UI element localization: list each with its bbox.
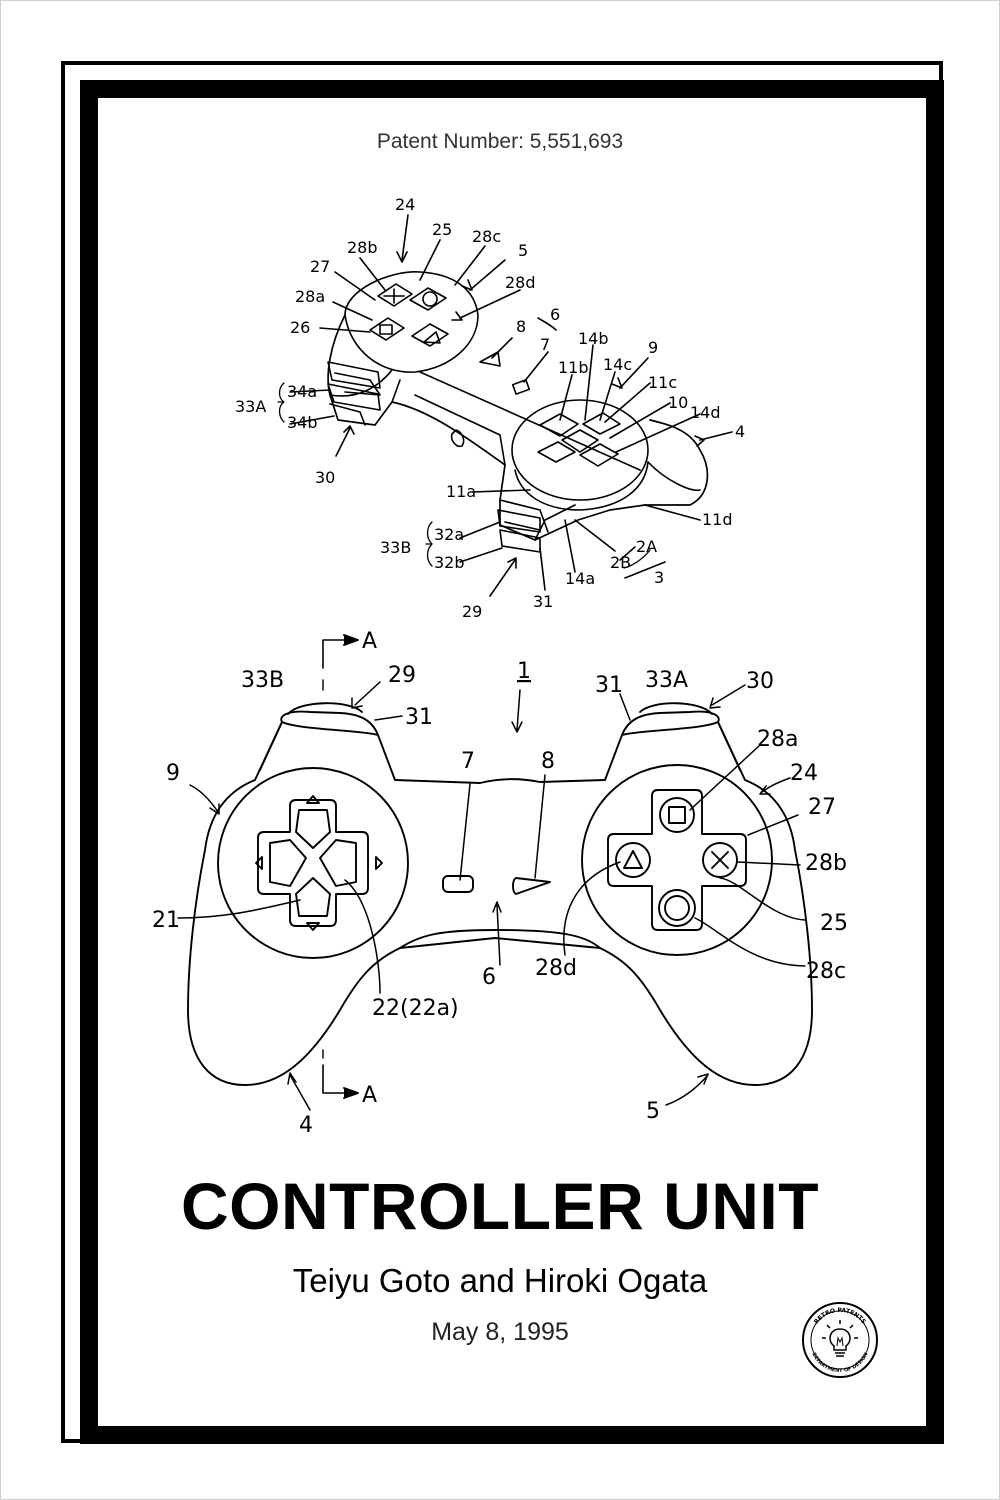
label-11c: 11c [648,373,677,392]
label-9: 9 [648,338,658,357]
label-11b: 11b [558,358,589,377]
label-9: 9 [166,761,180,786]
label-34b: 34b [287,413,318,432]
controller-front-figure [188,635,812,1098]
label-4: 4 [299,1113,313,1138]
label-27: 27 [310,257,330,276]
label-5: 5 [518,241,528,260]
front-figure-labels: A A 33B 29 31 1 31 33A 30 28a 9 7 8 24 2… [152,629,848,1138]
top-figure-labels: 24 25 28b 28c 5 27 28d 28a 26 6 8 7 14b … [235,195,745,621]
label-26: 26 [290,318,310,337]
label-11a: 11a [446,482,476,501]
label-31: 31 [533,592,553,611]
label-21: 21 [152,908,180,933]
label-33A: 33A [235,397,266,416]
label-29: 29 [388,663,416,688]
label-6: 6 [482,965,496,990]
label-14a: 14a [565,569,595,588]
front-figure-leaders [178,682,805,1110]
label-3: 3 [654,568,664,587]
label-28b: 28b [347,238,378,257]
label-6: 6 [550,305,560,324]
label-8: 8 [516,317,526,336]
label-14c: 14c [603,355,632,374]
retro-patents-seal: RETRO PATENTS DEPARTMENT OF DESIGN [800,1300,880,1380]
label-24: 24 [395,195,415,214]
label-31-left: 31 [405,705,433,730]
label-27: 27 [808,795,836,820]
label-28c: 28c [472,227,501,246]
label-22-22a: 22(22a) [372,996,459,1021]
label-2B: 2B [610,553,631,572]
label-7: 7 [540,335,550,354]
label-11d: 11d [702,510,733,529]
label-30: 30 [746,669,774,694]
label-14d: 14d [690,403,721,422]
lightbulb-icon [822,1320,858,1356]
label-1: 1 [517,659,531,684]
label-A-top: A [362,629,377,654]
label-28a: 28a [757,727,798,752]
label-25: 25 [432,220,452,239]
label-28d: 28d [505,273,536,292]
label-32b: 32b [434,553,465,572]
label-30: 30 [315,468,335,487]
label-10: 10 [668,393,688,412]
label-28c: 28c [806,959,846,984]
label-29: 29 [462,602,482,621]
label-33A: 33A [645,668,688,693]
label-31-right: 31 [595,673,623,698]
label-A-bottom: A [362,1083,377,1108]
label-2A: 2A [636,537,657,556]
label-28a: 28a [295,287,325,306]
label-25: 25 [820,911,848,936]
label-14b: 14b [578,329,609,348]
label-8: 8 [541,749,555,774]
label-28d: 28d [535,956,577,981]
label-4: 4 [735,422,745,441]
label-32a: 32a [434,525,464,544]
label-33B: 33B [380,538,411,557]
inventors: Teiyu Goto and Hiroki Ogata [0,1262,1000,1300]
label-34a: 34a [287,382,317,401]
label-7: 7 [461,749,475,774]
label-33B: 33B [241,668,284,693]
label-5: 5 [646,1099,660,1124]
poster-title: CONTROLLER UNIT [0,1168,1000,1244]
label-24: 24 [790,761,818,786]
label-28b: 28b [805,851,847,876]
